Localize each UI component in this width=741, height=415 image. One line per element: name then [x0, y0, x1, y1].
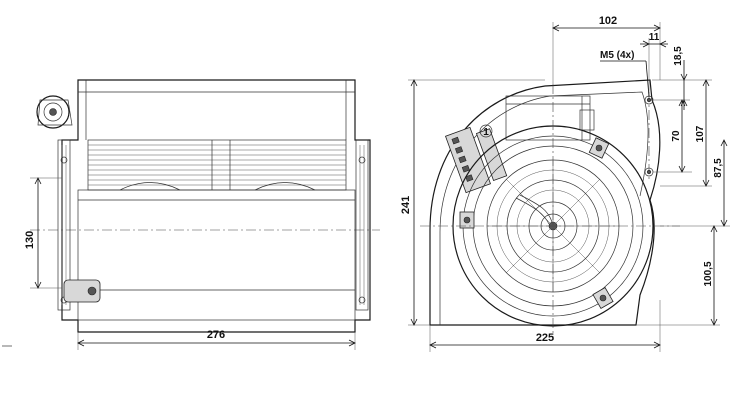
- impeller-blades: [87, 139, 347, 191]
- dim-front-107-label: 107: [695, 125, 706, 142]
- dim-front-70: 70: [653, 99, 692, 173]
- dim-front-18-5-label: 18,5: [673, 46, 684, 66]
- dim-side-130: 130: [24, 177, 62, 289]
- callout-1-label: 1: [483, 127, 489, 138]
- dim-side-130-label: 130: [24, 231, 36, 249]
- dim-side-276: 276: [77, 329, 356, 350]
- dim-front-225: 225: [429, 300, 661, 352]
- motor-bracket: [36, 95, 73, 129]
- side-flange-right: [355, 139, 369, 311]
- screw-label: M5 (4x): [600, 50, 634, 61]
- front-housing-outline: [429, 79, 661, 326]
- dim-front-87-5-label: 87,5: [713, 158, 724, 178]
- dim-front-102: 102: [552, 15, 661, 84]
- dim-front-11: 11: [640, 32, 668, 96]
- dim-front-241-label: 241: [400, 196, 412, 214]
- dim-front-11-label: 11: [649, 32, 660, 43]
- callout-1: 1: [479, 124, 493, 138]
- front-view: 1: [400, 15, 730, 352]
- dim-front-102-label: 102: [599, 15, 617, 27]
- dim-front-100-5: 100,5: [636, 225, 720, 326]
- dim-front-18-5: 18,5: [652, 46, 690, 110]
- dim-front-87-5: 87,5: [660, 139, 730, 227]
- dim-front-100-5-label: 100,5: [703, 261, 714, 286]
- screw-callout: M5 (4x): [600, 50, 650, 98]
- terminal-block: [445, 126, 508, 194]
- side-housing-outline: [61, 79, 371, 333]
- dim-front-241: 241: [400, 79, 545, 326]
- dim-front-225-label: 225: [536, 332, 554, 344]
- side-view: 130 276: [2, 79, 380, 350]
- mount-points: [459, 95, 654, 309]
- junction-box: [505, 95, 595, 141]
- dim-front-107: 107: [660, 79, 712, 187]
- dim-side-276-label: 276: [207, 329, 225, 341]
- side-flange-left: [57, 139, 101, 311]
- dim-front-70-label: 70: [671, 130, 682, 142]
